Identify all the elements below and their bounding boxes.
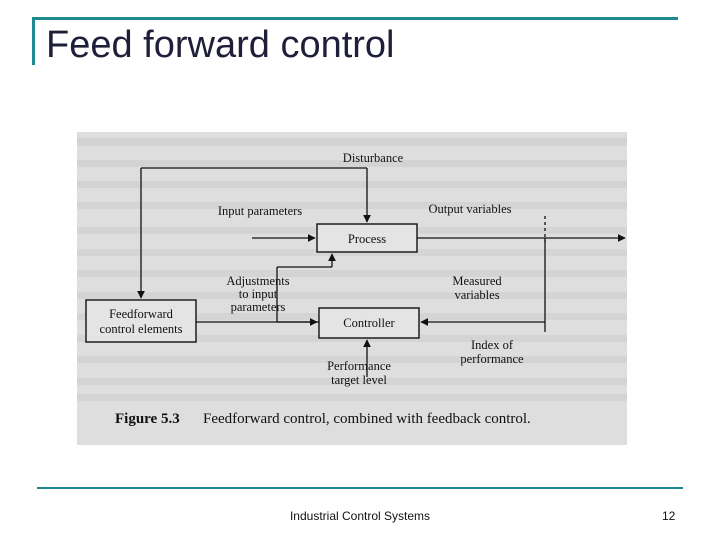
input-parameters-label: Input parameters (218, 204, 302, 218)
output-variables-label: Output variables (429, 202, 512, 216)
scanned-figure: Process Controller Feedforward control e… (77, 132, 627, 445)
feedforward-box (85, 299, 197, 343)
adjustments-label-line2: to input (239, 287, 278, 301)
process-label: Process (348, 232, 386, 246)
connector-lines (137, 167, 626, 377)
index-of-performance-label-line1: Index of (471, 338, 514, 352)
block-diagram: Process Controller Feedforward control e… (77, 138, 627, 427)
title-accent-horizontal (32, 17, 678, 20)
slide-title: Feed forward control (46, 24, 395, 66)
adjustments-label-line3: parameters (231, 300, 286, 314)
process-box (316, 223, 418, 253)
controller-box (318, 307, 420, 339)
measured-variables-label-line2: variables (454, 288, 499, 302)
figure-caption-number: Figure 5.3 (115, 411, 180, 427)
footer-text: Industrial Control Systems (289, 509, 431, 523)
index-of-performance-label-line2: performance (460, 352, 524, 366)
performance-target-label-line1: Performance (327, 359, 391, 373)
controller-label: Controller (343, 316, 395, 330)
performance-target-label-line2: target level (331, 373, 387, 387)
feedforward-label-line1: Feedforward (109, 307, 174, 321)
measured-variables-label-line1: Measured (452, 274, 502, 288)
adjustments-label-line1: Adjustments (226, 274, 289, 288)
feedforward-label-line2: control elements (100, 322, 183, 336)
disturbance-label: Disturbance (343, 151, 404, 165)
title-accent-vertical (32, 17, 35, 65)
figure-caption-text: Feedforward control, combined with feedb… (203, 411, 531, 427)
footer-divider (37, 487, 683, 489)
page-number: 12 (662, 509, 676, 523)
